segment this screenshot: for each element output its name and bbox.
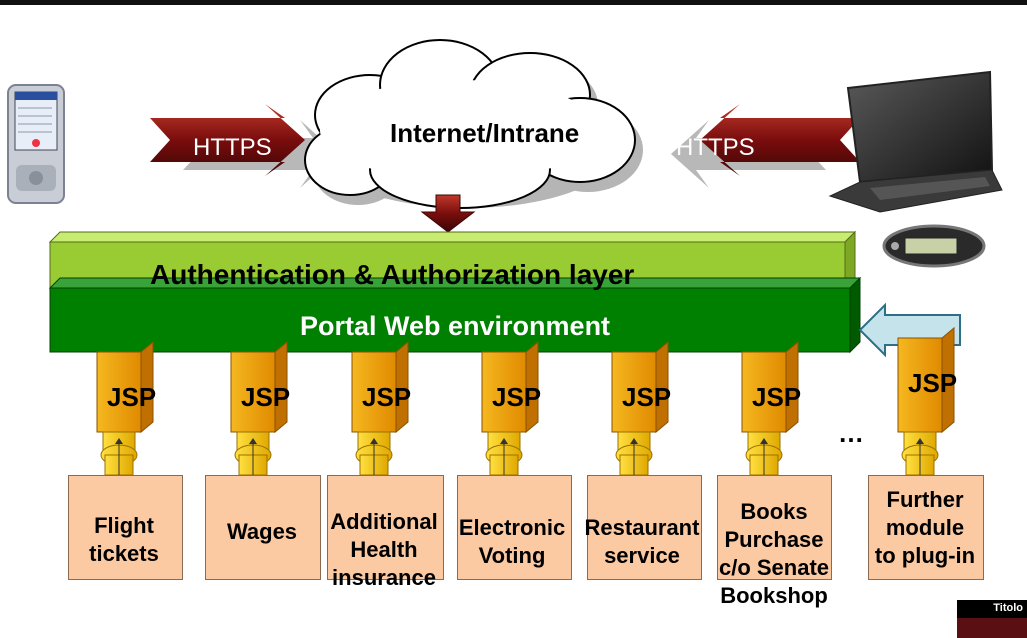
jsp-block <box>230 340 288 476</box>
jsp-label: JSP <box>241 382 291 412</box>
jsp-blocks <box>96 326 955 476</box>
jsp-block <box>96 340 154 476</box>
ellipsis-label: … <box>838 418 864 448</box>
jsp-label: JSP <box>752 382 802 412</box>
module-box <box>68 475 183 580</box>
cloud-label: Internet/Intrane <box>390 118 580 148</box>
module-box <box>587 475 702 580</box>
module-label: Wages <box>226 519 298 544</box>
module-label: Further module to plug-in <box>874 487 976 568</box>
left-https-label: HTTPS <box>193 134 272 161</box>
module-label: Additional Health insurance <box>330 509 438 590</box>
jsp-label: JSP <box>107 382 157 412</box>
corner-title-label: Titolo <box>993 602 1023 614</box>
pda-device-icon <box>7 84 65 204</box>
down-arrow-icon <box>420 194 476 233</box>
jsp-label: JSP <box>622 382 672 412</box>
jsp-block <box>897 326 955 476</box>
module-box <box>457 475 572 580</box>
jsp-label: JSP <box>908 368 958 398</box>
module-box <box>868 475 984 580</box>
jsp-label: JSP <box>492 382 542 412</box>
right-https-arrow-icon <box>671 104 860 188</box>
module-box <box>717 475 832 580</box>
portal-layer-bar <box>48 276 862 354</box>
corner-title-block: Titolo <box>957 600 1027 638</box>
jsp-block <box>481 340 539 476</box>
module-box <box>327 475 444 580</box>
jsp-label: JSP <box>362 382 412 412</box>
laptop-icon <box>828 70 1003 213</box>
corner-title-bar <box>957 600 1027 618</box>
auth-layer-label: Authentication & Authorization layer <box>150 259 635 290</box>
left-https-arrow-icon <box>150 104 338 188</box>
security-token-icon <box>882 224 986 268</box>
module-label: Electronic Voting <box>458 515 566 568</box>
module-box <box>205 475 321 580</box>
jsp-block <box>611 340 669 476</box>
jsp-block <box>741 340 799 476</box>
portal-layer-label: Portal Web environment <box>300 311 611 341</box>
module-label: Flight tickets <box>89 513 159 566</box>
top-rule <box>0 0 1027 5</box>
cloud-fill <box>320 80 600 180</box>
module-label: Restaurant service <box>584 515 700 568</box>
jsp-block <box>351 340 409 476</box>
module-label: Books Purchase c/o Senate Bookshop <box>718 499 830 608</box>
right-https-label: HTTPS <box>676 134 755 161</box>
